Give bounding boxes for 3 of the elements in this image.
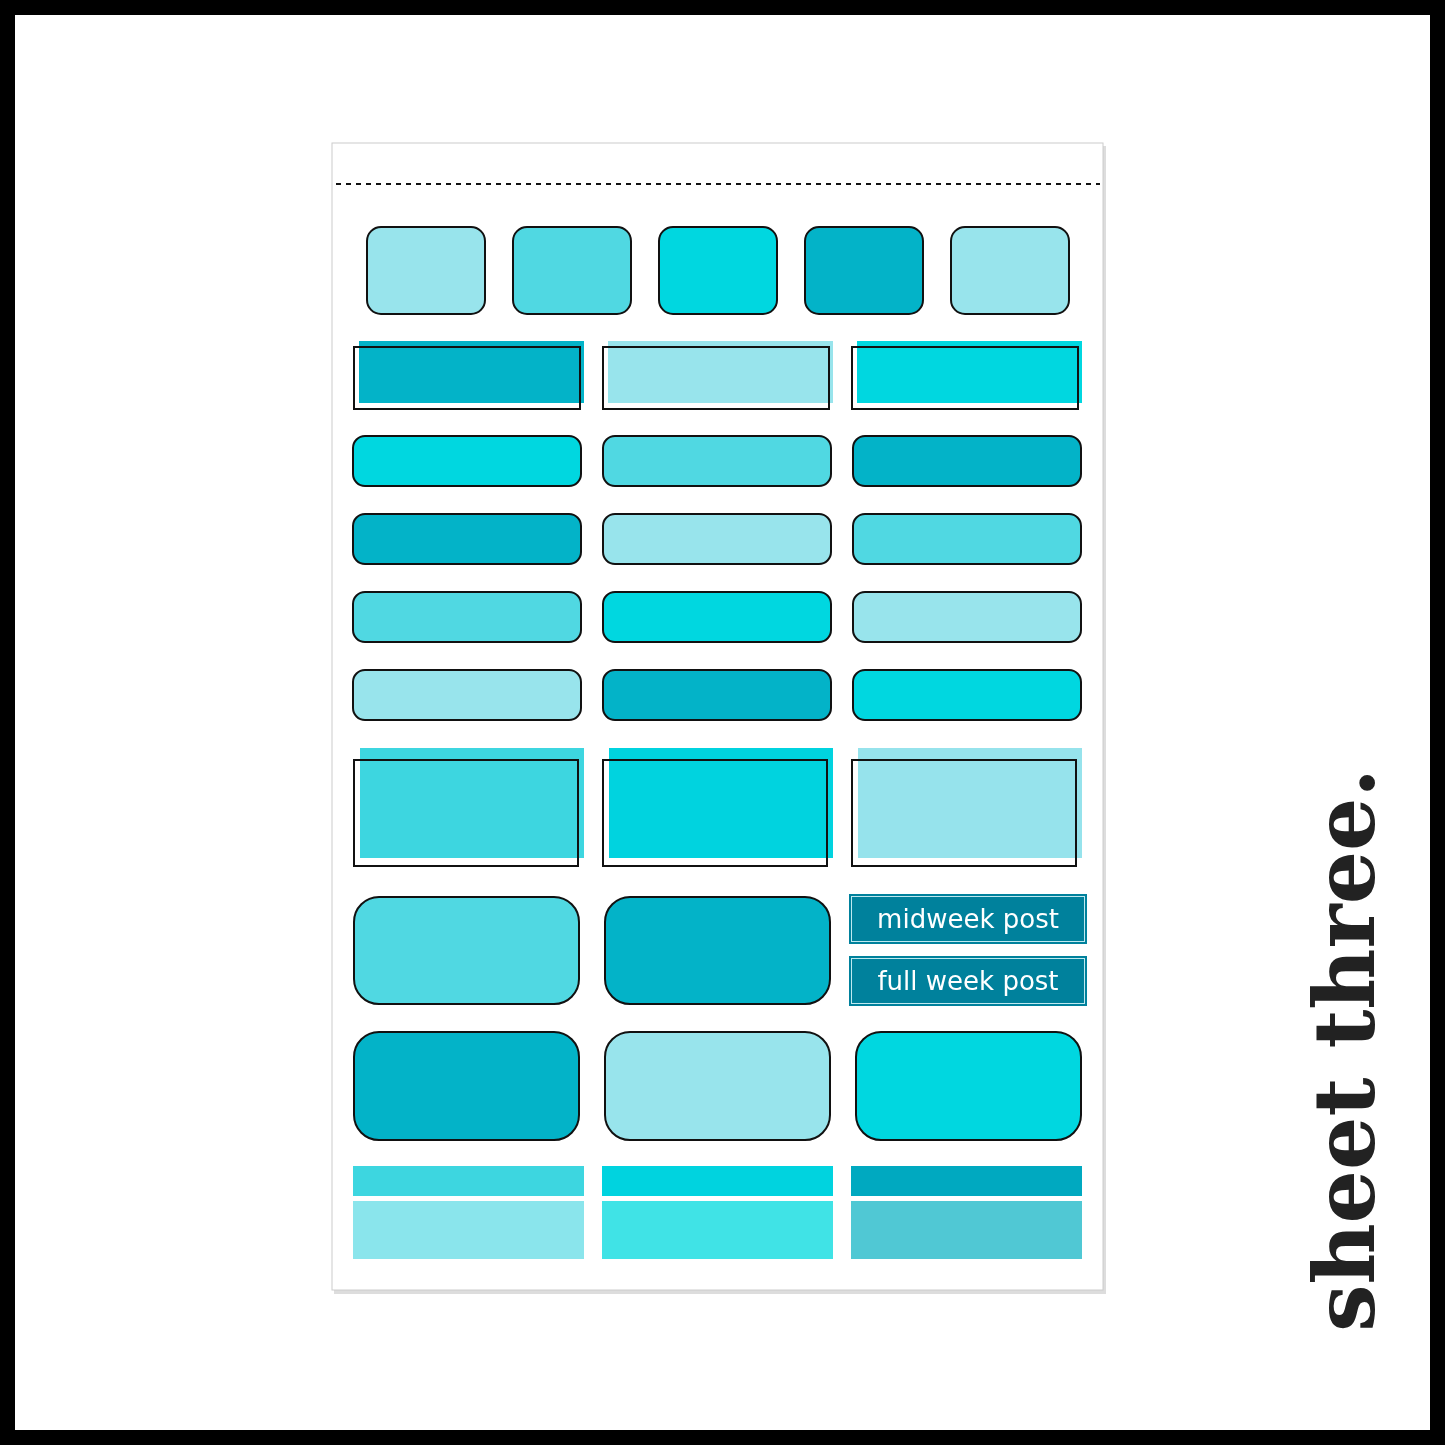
sticker-label: full week post [849,956,1087,1006]
sheet-title: sheet three. [1303,768,1387,1332]
sticker-label: midweek post [849,894,1087,944]
